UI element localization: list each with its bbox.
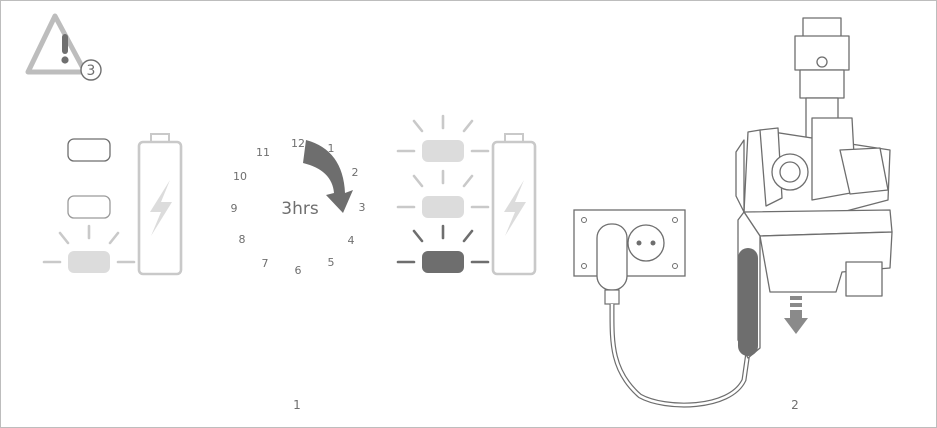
battery-charging-icon <box>137 133 183 276</box>
led-indicator-stack-2 <box>396 114 490 273</box>
led-bottom-blinking-dark <box>422 251 464 273</box>
wall-socket-plate <box>573 209 686 277</box>
clock-hour-4: 4 <box>348 234 355 247</box>
clock-hour-1: 1 <box>328 142 335 155</box>
led-middle-blinking <box>422 196 464 218</box>
clock-face: 12 1 2 3 4 5 6 7 8 9 10 11 3hrs <box>231 137 366 277</box>
warning-number: 3 <box>87 63 96 79</box>
clock-hour-11: 11 <box>256 146 270 159</box>
battery-charging-icon-2 <box>491 133 537 276</box>
led-bottom-blinking <box>68 251 110 273</box>
warning-triangle-icon: 3 <box>25 13 102 81</box>
clock-hour-3: 3 <box>359 201 366 214</box>
clock-hour-5: 5 <box>328 256 335 269</box>
step-2-label: 2 <box>791 398 799 412</box>
led-middle-off <box>67 195 111 219</box>
clock-hour-7: 7 <box>262 257 269 270</box>
blink-rays <box>42 224 136 264</box>
blink-rays-top <box>396 114 490 153</box>
led-indicator-stack-1 <box>42 138 136 273</box>
down-arrow-icon <box>784 296 808 334</box>
charge-duration-label: 3hrs <box>281 199 319 219</box>
clock-hour-10: 10 <box>233 170 247 183</box>
socket-outlet <box>627 224 665 262</box>
charger-plug <box>596 223 628 305</box>
clock-hour-2: 2 <box>352 166 359 179</box>
step-1-label: 1 <box>293 398 301 412</box>
clock-hour-9: 9 <box>231 202 238 215</box>
blink-rays-bottom <box>396 224 490 264</box>
clock-hour-6: 6 <box>295 264 302 277</box>
led-top-off <box>67 138 111 162</box>
clock-hour-12: 12 <box>291 137 305 150</box>
clock-hour-8: 8 <box>239 233 246 246</box>
blink-rays-middle <box>396 169 490 209</box>
clockwise-arrow-icon <box>303 140 353 213</box>
charging-socket-highlight <box>738 248 758 356</box>
led-top-blinking <box>422 140 464 162</box>
vacuum-cleaner-illustration <box>735 17 893 359</box>
